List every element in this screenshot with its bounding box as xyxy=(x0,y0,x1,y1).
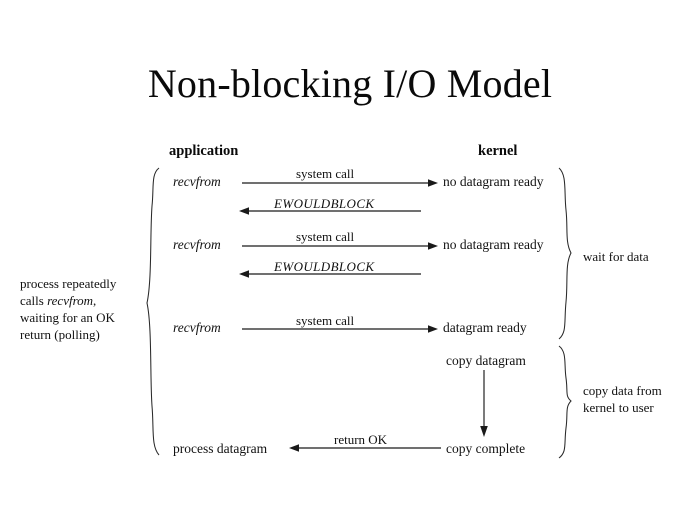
kernel-node-no-datagram-ready-2: no datagram ready xyxy=(443,237,544,252)
kernel-node-datagram-ready: datagram ready xyxy=(443,320,527,335)
left-annotation-line-2-prefix: calls xyxy=(20,293,48,309)
app-node-recvfrom-3: recvfrom xyxy=(173,320,221,335)
right-annotation-copy-data: copy data from kernel to user xyxy=(583,382,662,416)
arrow-label-system-call-2: system call xyxy=(296,229,355,244)
arrow-label-system-call-3: system call xyxy=(296,313,355,328)
left-annotation: process repeatedly calls recvfrom, waiti… xyxy=(20,275,116,344)
right-annotation-copy-data-line-2: kernel to user xyxy=(583,400,654,416)
left-annotation-line-4: return (polling) xyxy=(20,327,100,343)
left-annotation-line-2: calls recvfrom, xyxy=(20,292,116,309)
right-annotation-wait-for-data: wait for data xyxy=(583,249,649,264)
app-node-recvfrom-1: recvfrom xyxy=(173,174,221,189)
arrow-copy-datagram-down xyxy=(480,370,488,437)
brace-right-wait-for-data xyxy=(558,167,572,340)
kernel-node-copy-complete: copy complete xyxy=(446,441,526,456)
left-annotation-line-2-suffix: , xyxy=(93,293,97,309)
brace-right-copy-data xyxy=(558,345,572,459)
arrow-label-system-call-1: system call xyxy=(296,166,355,181)
arrow-label-ewouldblock-2: EWOULDBLOCK xyxy=(274,259,375,274)
left-annotation-line-3: waiting for an OK xyxy=(20,310,115,326)
kernel-node-no-datagram-ready-1: no datagram ready xyxy=(443,174,544,189)
arrow-label-ewouldblock-1: EWOULDBLOCK xyxy=(274,196,375,211)
column-header-kernel: kernel xyxy=(478,143,518,159)
right-annotation-copy-data-line-1: copy data from xyxy=(583,383,662,398)
column-header-application: application xyxy=(169,143,239,159)
arrow-label-return-ok: return OK xyxy=(334,432,388,447)
app-node-process-datagram: process datagram xyxy=(173,441,268,456)
left-annotation-recvfrom: recvfrom xyxy=(47,293,94,309)
kernel-node-copy-datagram: copy datagram xyxy=(446,353,526,368)
app-node-recvfrom-2: recvfrom xyxy=(173,237,221,252)
brace-left-application xyxy=(146,167,160,456)
page-title: Non-blocking I/O Model xyxy=(147,61,553,106)
left-annotation-line-1: process repeatedly xyxy=(20,276,117,291)
